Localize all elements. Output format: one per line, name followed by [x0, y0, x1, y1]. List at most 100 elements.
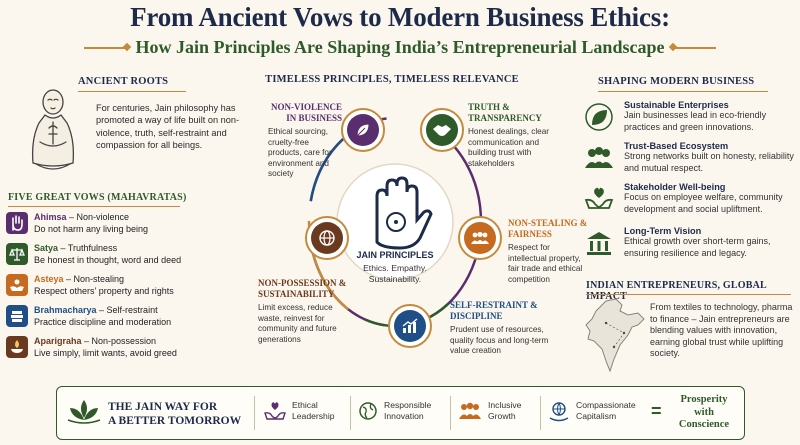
hand-icon [6, 212, 28, 234]
divider [598, 91, 768, 92]
jain-principles-title: JAIN PRINCIPLES [356, 250, 434, 260]
heart-hand-icon [264, 402, 286, 420]
principle-non-possession: NON-POSSESSION & SUSTAINABILITY Limit ex… [258, 278, 358, 345]
vow-meaning: – Non-stealing [63, 274, 125, 284]
divider [350, 396, 351, 430]
flame-lamp-icon [6, 336, 28, 358]
modern-item-title: Stakeholder Well-being [624, 182, 726, 192]
bottom-item-line2: Leadership [292, 411, 335, 421]
vow-name: Ahimsa [34, 212, 67, 222]
page-title: From Ancient Vows to Modern Business Eth… [130, 2, 670, 32]
principle-node-self-restraint [388, 304, 432, 348]
modern-item-title: Sustainable Enterprises [624, 100, 729, 110]
vow-meaning: – Self-restraint [96, 305, 158, 315]
lotus-icon [67, 400, 101, 424]
books-icon [6, 305, 28, 327]
principle-node-non-violence [341, 108, 385, 152]
principle-self-restraint: SELF-RESTRAINT & DISCIPLINE Prudent use … [450, 300, 550, 357]
section-heading-indian-entrepreneurs: INDIAN ENTREPRENEURS, GLOBAL IMPACT [586, 280, 767, 302]
vow-item-aparigraha: Aparigraha – Non-possession Live simply,… [6, 336, 266, 362]
people-group-icon [459, 402, 481, 419]
divider [540, 396, 541, 430]
bottom-item-line2: Innovation [384, 411, 424, 421]
section-heading-shaping-modern-business: SHAPING MODERN BUSINESS [598, 76, 755, 87]
section-heading-timeless-principles: TIMELESS PRINCIPLES, TIMELESS RELEVANCE [265, 74, 519, 85]
equals-sign: = [651, 401, 662, 421]
jain-hand-icon [375, 176, 433, 250]
result-line1: Prosperity [680, 394, 728, 405]
page-subtitle: How Jain Principles Are Shaping India’s … [135, 37, 665, 57]
divider [450, 396, 451, 430]
giving-hands-icon [6, 274, 28, 296]
principle-node-truth [420, 108, 464, 152]
principle-non-stealing: NON-STEALING & FAIRNESS Respect for inte… [508, 218, 590, 285]
vow-description: Live simply, limit wants, avoid greed [34, 347, 177, 358]
result-line2: with [694, 406, 714, 418]
bottom-item-line2: Growth [488, 411, 516, 421]
modern-item-description: Jain businesses lead in eco-friendly pra… [624, 110, 767, 132]
divider [586, 294, 791, 295]
people-group-icon [464, 222, 496, 254]
divider [83, 46, 128, 49]
modern-item-stakeholder: Stakeholder Well-being Focus on employee… [582, 182, 797, 216]
principle-description: Prudent use of resources, quality focus … [450, 325, 549, 356]
modern-item-description: Ethical growth over short-term gains, en… [624, 236, 771, 258]
bottom-banner [56, 386, 745, 440]
divider [78, 91, 186, 92]
modern-item-title: Long-Term Vision [624, 226, 702, 236]
modern-item-trust: Trust-Based Ecosystem Strong networks bu… [582, 141, 797, 175]
modern-item-description: Focus on employee welfare, community dev… [624, 192, 783, 214]
vow-description: Do not harm any living being [34, 223, 149, 234]
principle-node-non-stealing [458, 216, 502, 260]
vow-description: Practice discipline and moderation [34, 316, 172, 327]
principle-title: SELF-RESTRAINT & DISCIPLINE [450, 300, 538, 321]
india-description: From textiles to technology, pharma to f… [650, 302, 793, 359]
growth-chart-icon [394, 310, 426, 342]
principle-title: NON-POSSESSION & SUSTAINABILITY [258, 278, 347, 299]
vow-description: Respect others’ property and rights [34, 285, 174, 296]
subtitle-row: How Jain Principles Are Shaping India’s … [0, 37, 800, 58]
scales-icon [6, 243, 28, 265]
vow-name: Brahmacharya [34, 305, 97, 315]
bottom-title-line2: A BETTER TOMORROW [108, 415, 242, 427]
vow-name: Asteya [34, 274, 64, 284]
principle-title: NON-VIOLENCE IN BUSINESS [270, 102, 342, 123]
leaf-icon [582, 100, 616, 134]
india-map-icon [585, 298, 645, 373]
bottom-title: THE JAIN WAY FOR A BETTER TOMORROW [108, 400, 241, 428]
section-heading-ancient-roots: ANCIENT ROOTS [78, 76, 169, 87]
principle-truth: TRUTH & TRANSPARENCY Honest dealings, cl… [468, 102, 550, 169]
principle-description: Ethical sourcing, cruelty-free products,… [268, 127, 332, 179]
globe-leaf-icon [359, 402, 377, 420]
jain-principles-subtitle: Ethics. Empathy. Sustainability. [363, 263, 427, 284]
modern-item-title: Trust-Based Ecosystem [624, 141, 729, 151]
vow-meaning: – Non-violence [66, 212, 130, 222]
vow-item-brahmacharya: Brahmacharya – Self-restraint Practice d… [6, 305, 266, 331]
divider [672, 46, 717, 49]
principle-description: Respect for intellectual property, fair … [508, 243, 583, 284]
principle-description: Honest dealings, clear communication and… [468, 127, 550, 168]
bottom-title-line1: THE JAIN WAY FOR [108, 401, 218, 413]
roots-description: For centuries, Jain philosophy has promo… [96, 103, 239, 150]
people-network-icon [582, 141, 616, 175]
bottom-item-line1: Ethical [292, 400, 318, 410]
bottom-item-line1: Inclusive [488, 400, 522, 410]
leaf-icon [347, 114, 379, 146]
principle-description: Limit excess, reduce waste, reinvest for… [258, 303, 337, 344]
result-line3: Conscience [678, 419, 730, 430]
center-label: JAIN PRINCIPLES Ethics. Empathy. Sustain… [340, 250, 450, 285]
divider [254, 396, 255, 430]
principle-non-violence: NON-VIOLENCE IN BUSINESS Ethical sourcin… [262, 102, 342, 180]
bottom-item-line2: Capitalism [576, 411, 617, 421]
vow-item-satya: Satya – Truthfulness Be honest in though… [6, 243, 266, 269]
vow-name: Satya [34, 243, 59, 253]
modern-item-vision: Long-Term Vision Ethical growth over sho… [582, 226, 797, 260]
bottom-item-line1: Responsible [384, 400, 432, 410]
prosperity-with-conscience: Prosperity with Conscience [672, 394, 736, 432]
vow-description: Be honest in thought, word and deed [34, 254, 182, 265]
globe-hand-icon [549, 402, 569, 422]
